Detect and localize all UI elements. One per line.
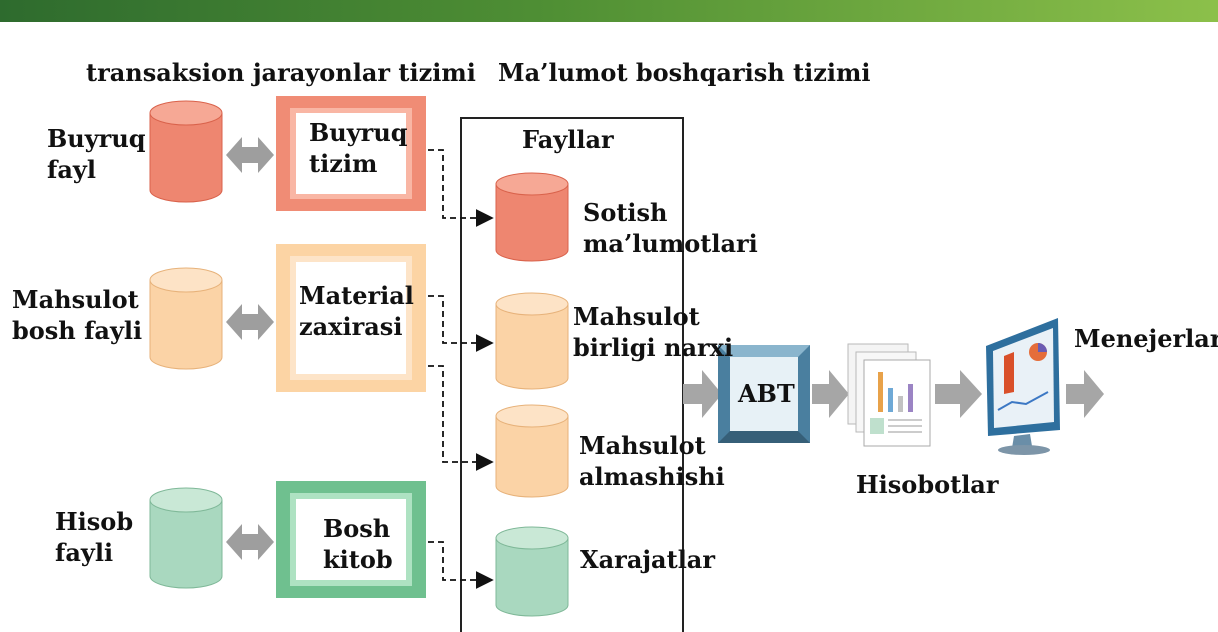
header-transaction-system: transaksion jarayonlar tizimi xyxy=(86,58,476,87)
flow-arrow-abt-to-reports xyxy=(812,370,849,418)
source-cylinder-buyruq-fayl xyxy=(149,100,223,203)
system-box-buyruq-tizim xyxy=(276,96,426,211)
flow-arrow-monitor-to-managers xyxy=(1066,370,1104,418)
reports-label: Hisobotlar xyxy=(856,470,999,499)
file-cylinder-sotish xyxy=(495,172,569,262)
file-label-narx: Mahsulot birligi narxi xyxy=(573,302,734,362)
source-label-hisob-fayli: Hisob fayli xyxy=(55,507,134,567)
file-cylinder-almashish xyxy=(495,404,569,498)
source-cylinder-hisob-fayli xyxy=(149,487,223,589)
system-label-material-zaxirasi: Material zaxirasi xyxy=(299,281,414,341)
files-title: Fayllar xyxy=(522,125,614,154)
double-arrow-icon-1 xyxy=(226,137,274,173)
monitor-icon xyxy=(986,318,1060,455)
file-cylinder-narx xyxy=(495,292,569,390)
source-label-mahsulot-bosh-fayli: Mahsulot bosh fayli xyxy=(12,285,143,345)
connector-kitob-to-xarajat xyxy=(428,541,494,589)
reports-icon xyxy=(847,343,931,447)
header-gradient-bar xyxy=(0,0,1218,22)
file-label-xarajat: Xarajatlar xyxy=(580,545,715,574)
managers-label: Menejerlar xyxy=(1074,324,1218,353)
double-arrow-icon-2 xyxy=(226,304,274,340)
flow-arrow-reports-to-monitor xyxy=(935,370,982,418)
double-arrow-icon-3 xyxy=(226,524,274,560)
flow-arrow-to-abt xyxy=(683,370,722,418)
file-cylinder-xarajat xyxy=(495,526,569,617)
system-box-material-zaxirasi xyxy=(276,244,426,392)
file-label-sotish: Sotish ma’lumotlari xyxy=(583,198,758,258)
abt-label: ABT xyxy=(738,379,795,408)
abt-box xyxy=(718,345,810,443)
file-label-almashish: Mahsulot almashishi xyxy=(579,431,725,491)
system-label-bosh-kitob: Bosh kitob xyxy=(323,514,393,574)
header-data-management-system: Ma’lumot boshqarish tizimi xyxy=(498,58,871,87)
source-label-buyruq-fayl: Buyruq fayl xyxy=(47,124,146,184)
source-cylinder-mahsulot-bosh-fayli xyxy=(149,267,223,370)
system-label-buyruq-tizim: Buyruq tizim xyxy=(309,118,408,178)
system-box-bosh-kitob xyxy=(276,481,426,598)
connector-material-to-almashish xyxy=(428,365,494,471)
files-container xyxy=(460,117,684,632)
